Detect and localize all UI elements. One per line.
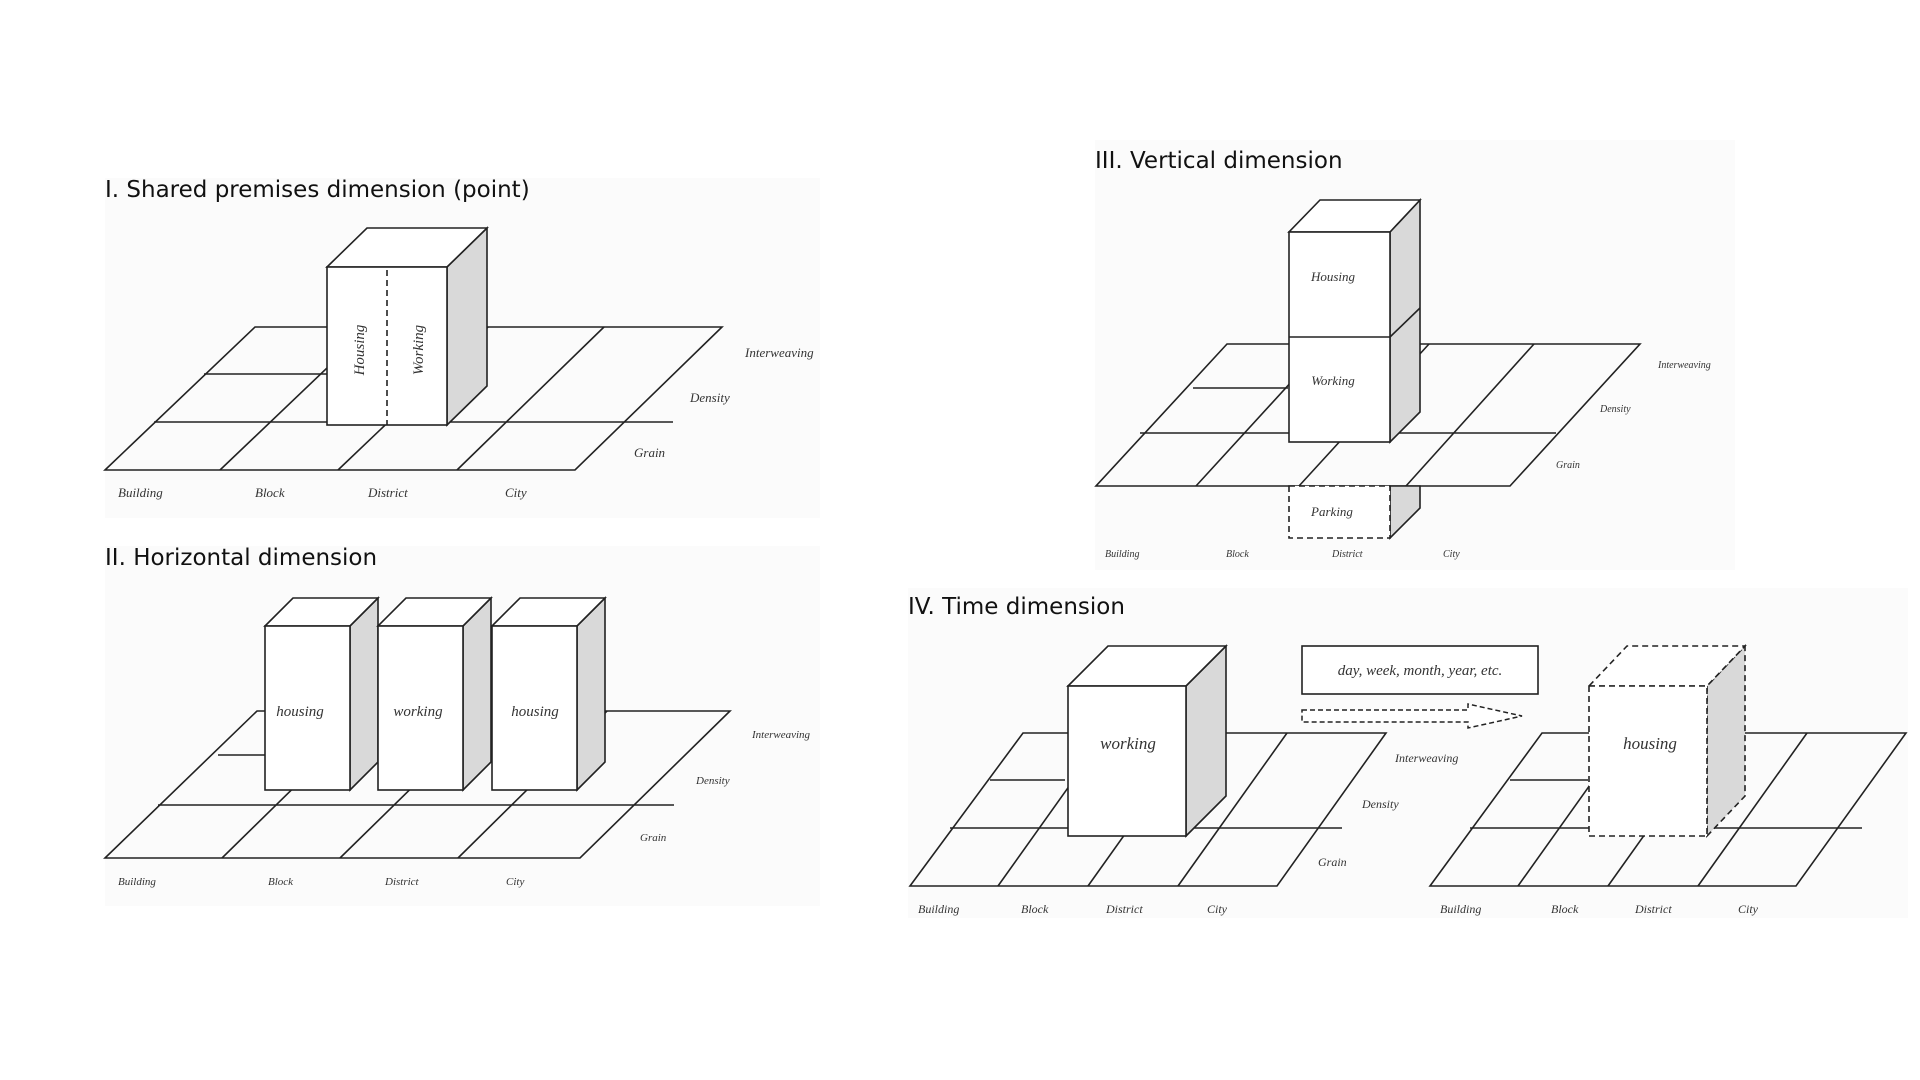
panel-2-block-1: housing — [263, 596, 380, 792]
p3-scale-city: City — [1443, 549, 1460, 560]
p2-block-label-2: working — [393, 704, 443, 720]
p4-axis-density: Density — [1361, 797, 1399, 811]
panel-horizontal: II. Horizontal dimension housing working… — [103, 545, 820, 906]
p1-block-label-housing: Housing — [352, 324, 368, 376]
panel-3-parking-block: Parking — [1288, 485, 1421, 540]
p1-axis-density: Density — [689, 390, 730, 405]
p3-axis-density: Density — [1599, 404, 1631, 415]
p3-scale-block: Block — [1226, 549, 1249, 560]
p2-scale-district: District — [384, 876, 420, 888]
p4-axis-grain: Grain — [1318, 855, 1347, 869]
panel-2-title: II. Horizontal dimension — [105, 545, 377, 571]
p3-scale-building: Building — [1105, 549, 1139, 560]
p3-axis-interweaving: Interweaving — [1657, 360, 1711, 371]
p4-right-scale-building: Building — [1440, 902, 1481, 916]
p4-axis-interweaving: Interweaving — [1394, 751, 1458, 765]
panel-4-left-block: working — [1066, 644, 1228, 838]
p2-scale-building: Building — [118, 876, 156, 888]
panel-time: IV. Time dimension working Building Bloc… — [908, 588, 1908, 918]
panel-3-title: III. Vertical dimension — [1095, 148, 1343, 174]
panel-shared-premises: I. Shared premises dimension (point) Hou… — [103, 177, 820, 518]
panel-vertical: III. Vertical dimension Parking Housing … — [1094, 140, 1735, 570]
panel-4-right-block: housing — [1587, 643, 1747, 839]
p1-scale-block: Block — [255, 485, 285, 500]
p4-left-scale-block: Block — [1021, 902, 1049, 916]
panel-1-block: Housing Working — [325, 226, 489, 427]
time-arrow — [1301, 703, 1523, 729]
p1-scale-city: City — [505, 485, 527, 500]
p2-block-label-3: housing — [511, 704, 559, 720]
panel-2-block-2: working — [376, 596, 493, 792]
p1-scale-building: Building — [118, 485, 163, 500]
p3-block-label-working: Working — [1311, 373, 1355, 388]
p3-block-label-parking: Parking — [1310, 504, 1353, 519]
p4-left-scale-city: City — [1207, 902, 1228, 916]
panel-3-stacked-block: Housing Working — [1287, 197, 1422, 444]
p3-scale-district: District — [1331, 549, 1363, 560]
p4-left-scale-district: District — [1105, 902, 1143, 916]
p4-right-scale-block: Block — [1551, 902, 1579, 916]
p2-scale-block: Block — [268, 876, 294, 888]
p1-axis-grain: Grain — [634, 445, 665, 460]
p2-block-label-1: housing — [276, 704, 324, 720]
p2-axis-interweaving: Interweaving — [751, 729, 811, 741]
panel-1-title: I. Shared premises dimension (point) — [105, 177, 530, 203]
p3-block-label-housing: Housing — [1310, 269, 1356, 284]
time-span-label: day, week, month, year, etc. — [1301, 645, 1539, 695]
panel-4-title: IV. Time dimension — [908, 594, 1125, 620]
p3-axis-grain: Grain — [1556, 460, 1580, 471]
p1-block-label-working: Working — [411, 324, 427, 375]
p2-axis-grain: Grain — [640, 832, 667, 844]
p4-left-block-label: working — [1100, 734, 1156, 753]
p1-axis-interweaving: Interweaving — [744, 345, 814, 360]
p1-scale-district: District — [367, 485, 408, 500]
p2-scale-city: City — [506, 876, 524, 888]
p4-right-scale-district: District — [1634, 902, 1672, 916]
p4-left-scale-building: Building — [918, 902, 959, 916]
p2-axis-density: Density — [695, 775, 730, 787]
p4-right-block-label: housing — [1623, 734, 1677, 753]
p4-right-scale-city: City — [1738, 902, 1759, 916]
time-span-text: day, week, month, year, etc. — [1338, 663, 1503, 679]
panel-2-block-3: housing — [490, 596, 607, 792]
